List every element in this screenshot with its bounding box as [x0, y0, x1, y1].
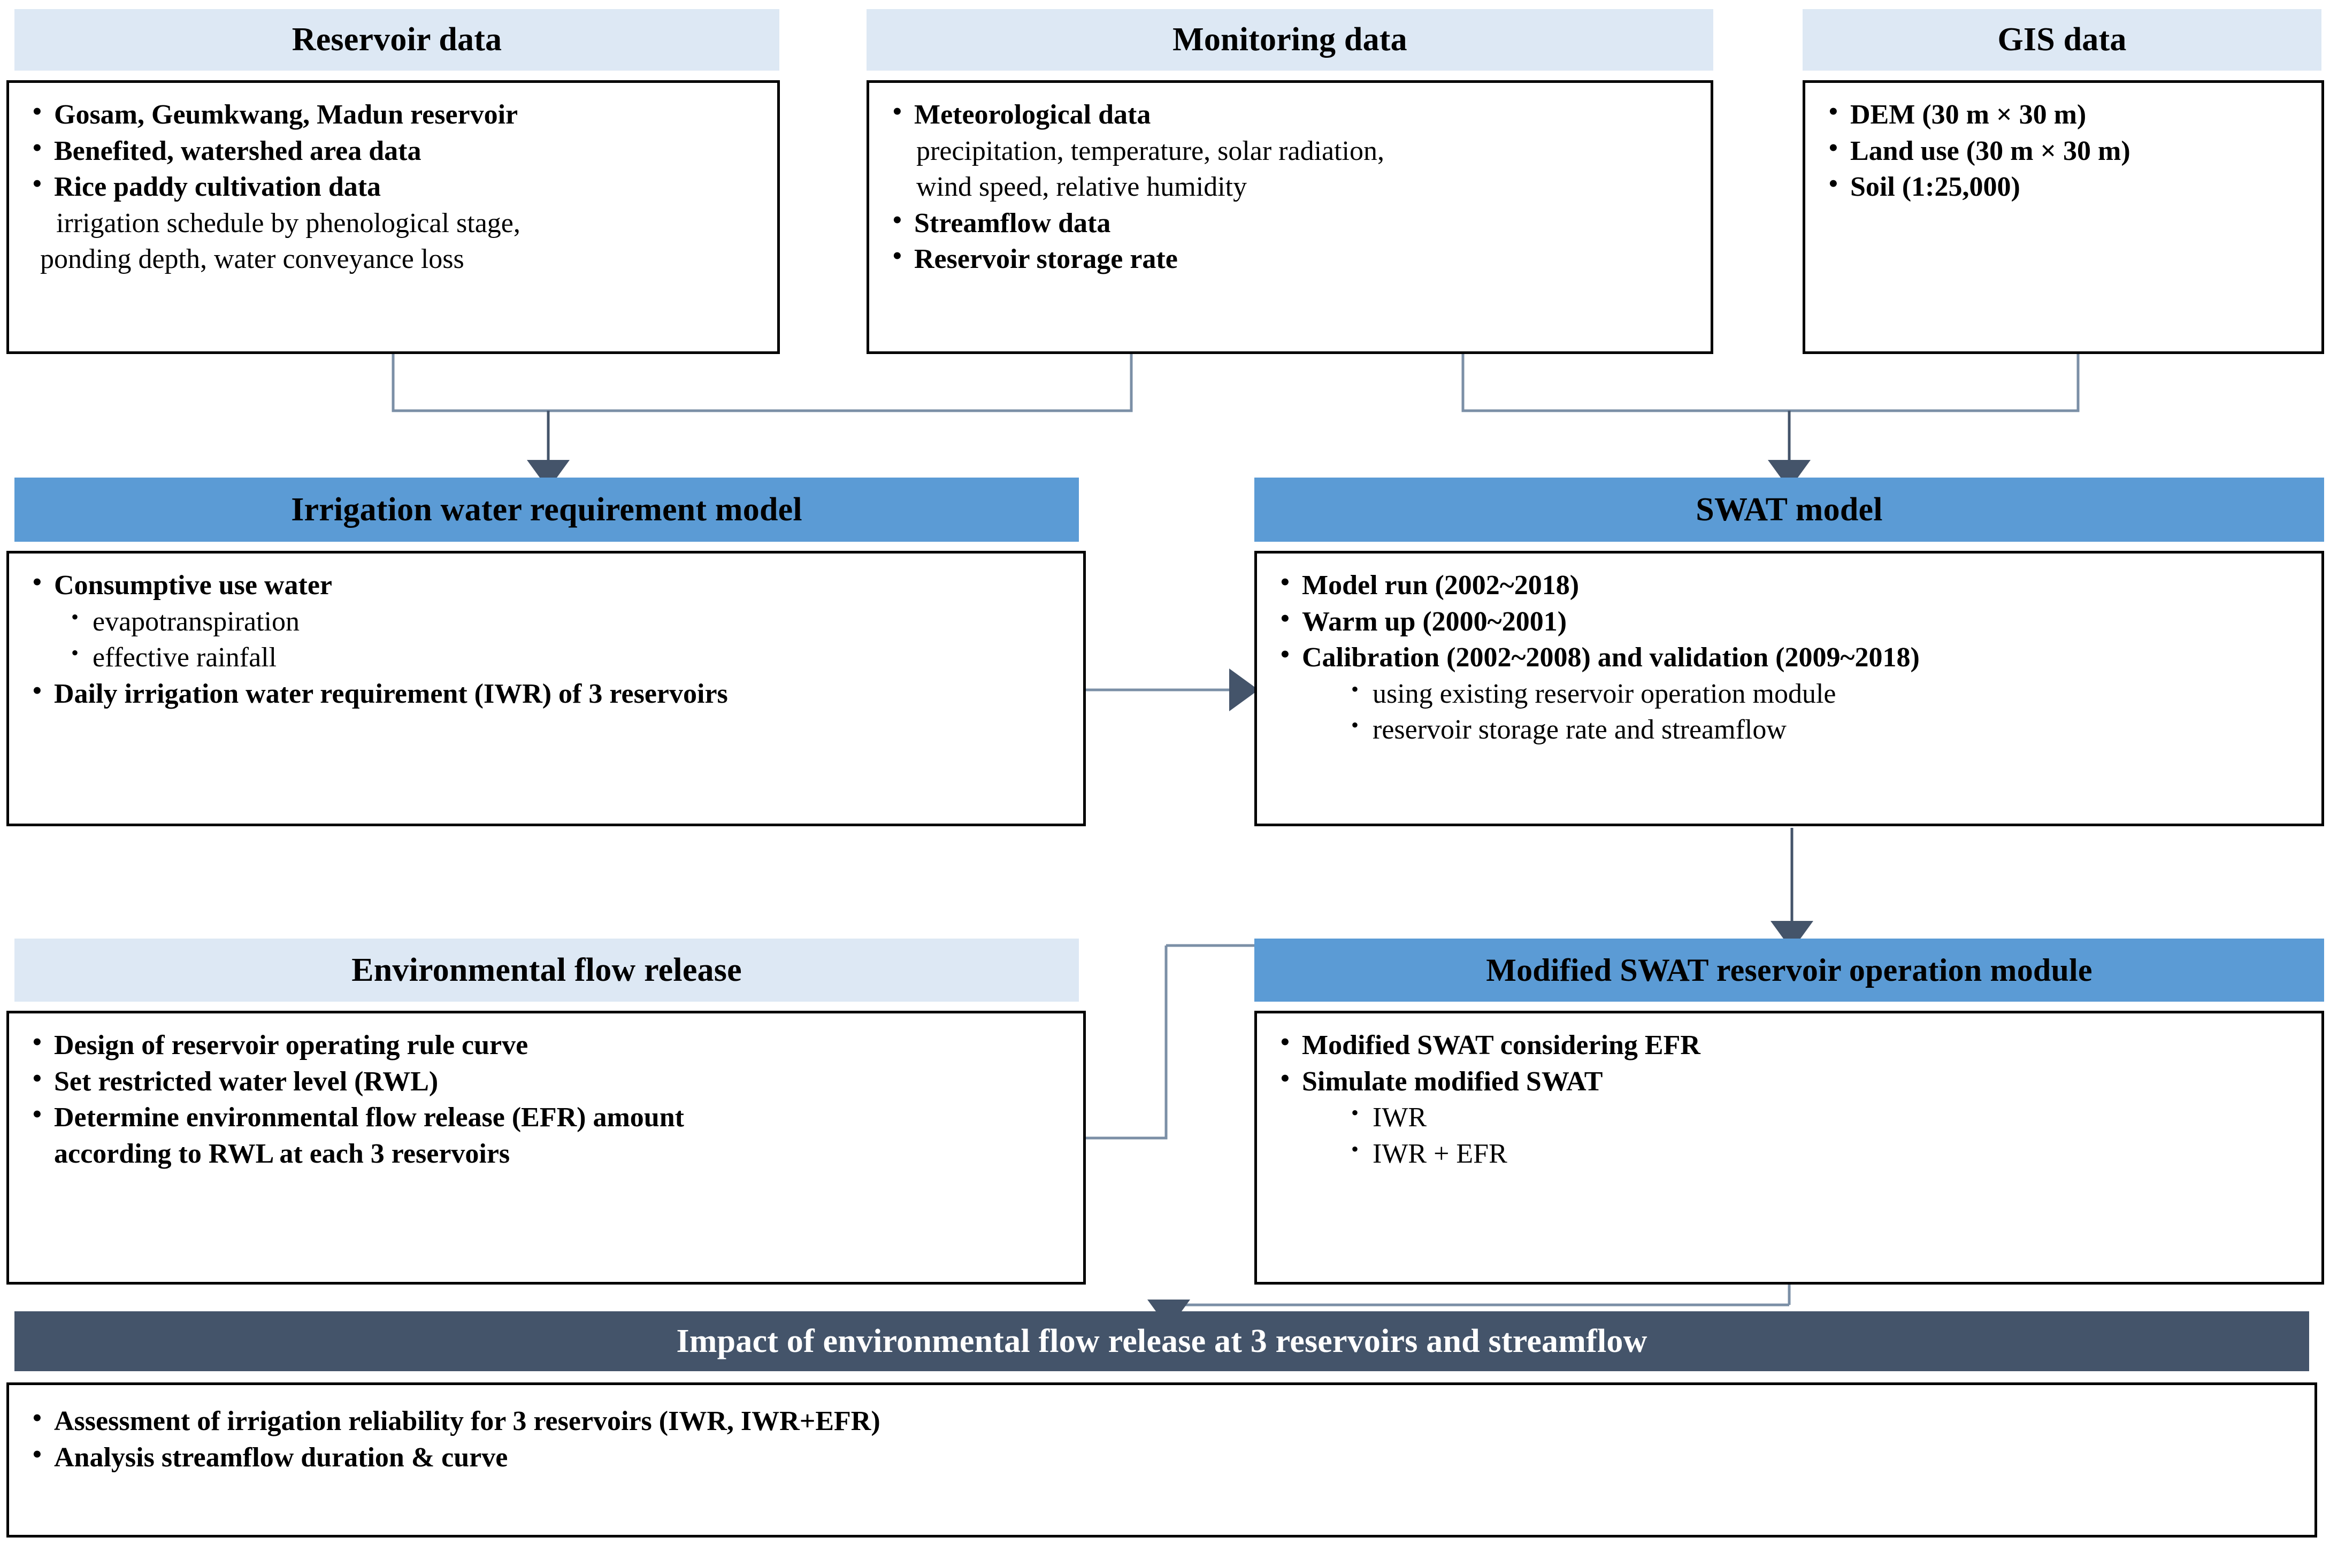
wire-res-mon-join	[392, 354, 1133, 412]
list-item: Warm up (2000~2001)	[1273, 603, 2305, 640]
list-item: Meteorological data	[885, 96, 1695, 133]
list-item: IWR + EFR	[1273, 1136, 2305, 1172]
list-item: Calibration (2002~2008) and validation (…	[1273, 639, 2305, 676]
header-swat-model-label: SWAT model	[1696, 491, 1883, 528]
list-item: evapotranspiration	[25, 604, 1067, 640]
header-iwr-model-label: Irrigation water requirement model	[291, 491, 802, 528]
list-item-continuation: ponding depth, water conveyance loss	[40, 244, 464, 275]
box-environmental-flow-release: Design of reservoir operating rule curve…	[6, 1011, 1086, 1285]
header-reservoir-data: Reservoir data	[14, 9, 779, 71]
header-modified-swat-module-label: Modified SWAT reservoir operation module	[1486, 952, 2093, 988]
box-reservoir-data: Gosam, Geumkwang, Madun reservoir Benefi…	[6, 80, 780, 354]
header-swat-model: SWAT model	[1254, 478, 2324, 542]
header-environmental-flow-release: Environmental flow release	[14, 939, 1079, 1002]
list-item: Soil (1:25,000)	[1821, 168, 2305, 205]
list-item: Set restricted water level (RWL)	[25, 1063, 1067, 1100]
list-item: Assessment of irrigation reliability for…	[25, 1402, 2298, 1440]
box-iwr-model: Consumptive use water evapotranspiration…	[6, 551, 1086, 826]
header-gis-data: GIS data	[1803, 9, 2321, 71]
wire-efr-elbow	[1086, 946, 1168, 1140]
box-gis-data: DEM (30 m × 30 m) Land use (30 m × 30 m)…	[1803, 80, 2324, 354]
list-item: Reservoir storage rate	[885, 240, 1695, 278]
header-reservoir-data-label: Reservoir data	[292, 21, 502, 58]
header-monitoring-data: Monitoring data	[867, 9, 1713, 71]
list-item: reservoir storage rate and streamflow	[1273, 712, 2305, 748]
list-item: Gosam, Geumkwang, Madun reservoir	[25, 96, 761, 133]
list-item: Design of reservoir operating rule curve	[25, 1026, 1067, 1064]
list-item: Land use (30 m × 30 m)	[1821, 132, 2305, 170]
list-item: effective rainfall	[25, 640, 1067, 676]
list-item-continuation: wind speed, relative humidity	[916, 172, 1247, 203]
list-item: DEM (30 m × 30 m)	[1821, 96, 2305, 133]
list-item: Rice paddy cultivation data	[25, 168, 761, 205]
list-item: Modified SWAT considering EFR	[1273, 1026, 2305, 1064]
header-monitoring-data-label: Monitoring data	[1172, 21, 1407, 58]
header-modified-swat-module: Modified SWAT reservoir operation module	[1254, 939, 2324, 1002]
list-item: Consumptive use water	[25, 566, 1067, 604]
list-item-continuation: according to RWL at each 3 reservoirs	[54, 1138, 510, 1169]
list-item: Benefited, watershed area data	[25, 132, 761, 170]
list-item: Analysis streamflow duration & curve	[25, 1439, 2298, 1476]
list-item-continuation: irrigation schedule by phenological stag…	[56, 207, 520, 239]
list-item: using existing reservoir operation modul…	[1273, 676, 2305, 712]
header-iwr-model: Irrigation water requirement model	[14, 478, 1079, 542]
header-result-impact: Impact of environmental flow release at …	[14, 1311, 2309, 1371]
header-environmental-flow-release-label: Environmental flow release	[351, 951, 742, 988]
header-result-impact-label: Impact of environmental flow release at …	[676, 1323, 1647, 1359]
list-item: Model run (2002~2018)	[1273, 566, 2305, 604]
box-monitoring-data: Meteorological data precipitation, tempe…	[867, 80, 1713, 354]
box-swat-model: Model run (2002~2018) Warm up (2000~2001…	[1254, 551, 2324, 826]
box-result-impact: Assessment of irrigation reliability for…	[6, 1382, 2317, 1538]
list-item: Determine environmental flow release (EF…	[25, 1098, 1067, 1136]
header-gis-data-label: GIS data	[1997, 21, 2127, 58]
wire-mon-gis-join	[1461, 354, 2080, 412]
list-item: Streamflow data	[885, 204, 1695, 242]
box-modified-swat-module: Modified SWAT considering EFR Simulate m…	[1254, 1011, 2324, 1285]
list-item: IWR	[1273, 1100, 2305, 1136]
list-item: Simulate modified SWAT	[1273, 1063, 2305, 1100]
list-item-continuation: precipitation, temperature, solar radiat…	[916, 135, 1384, 166]
list-item: Daily irrigation water requirement (IWR)…	[25, 675, 1067, 712]
